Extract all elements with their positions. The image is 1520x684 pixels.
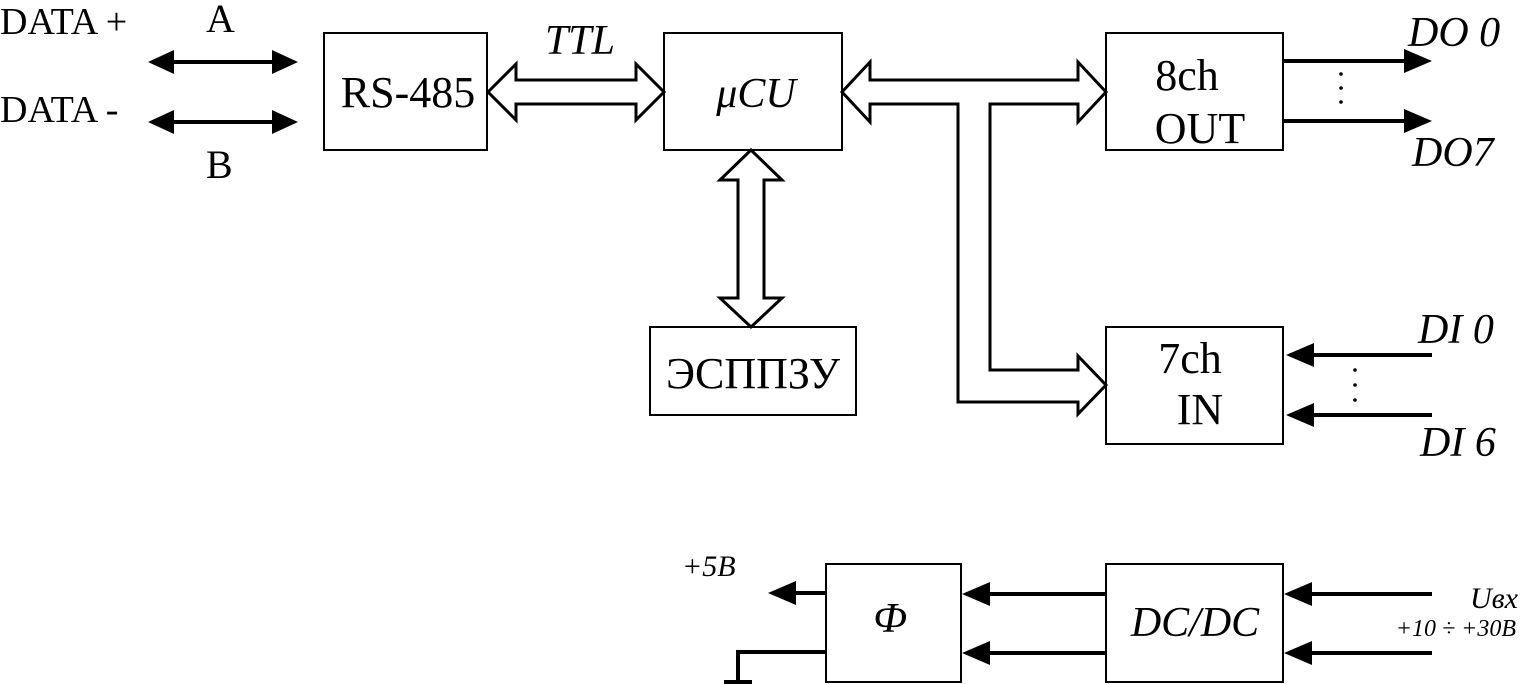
do7-arrow (1283, 109, 1432, 133)
ttl-bus-arrow (485, 60, 667, 124)
input-label-line1: 7ch (1158, 334, 1222, 383)
do0-arrow (1283, 49, 1432, 73)
dcdc-label: DC/DC (1130, 600, 1260, 646)
di0-arrow (1286, 343, 1432, 367)
line-a-double-arrow (148, 50, 298, 74)
rs485-label: RS-485 (341, 68, 475, 117)
supply-in-label: Uвх (1470, 582, 1519, 615)
data-plus-label: DATA + (0, 1, 127, 43)
out-voltage-label: +5В (682, 550, 736, 583)
dcdc-to-filter-arrow-1 (962, 582, 1106, 606)
output-block (1105, 32, 1284, 151)
di6-arrow (1286, 403, 1432, 427)
line-a-label: A (206, 0, 235, 41)
eeprom-block (649, 326, 857, 416)
mcu-label: μCU (715, 71, 798, 117)
ground-symbol (724, 650, 826, 684)
io-bus-arrow (839, 58, 1109, 418)
di-last-label: DI 6 (1419, 420, 1496, 466)
input-label-line2: IN (1177, 385, 1223, 434)
filter-label: Ф (873, 596, 907, 642)
do-ellipsis (1339, 72, 1343, 104)
supply-range-label: +10 ÷ +30В (1396, 616, 1517, 642)
di-ellipsis (1353, 368, 1357, 402)
input-block (1105, 326, 1284, 445)
output-label-line2: OUT (1155, 104, 1246, 153)
data-minus-label: DATA - (0, 89, 118, 131)
eeprom-bus-arrow (716, 147, 786, 330)
do-last-label: DO7 (1411, 130, 1496, 176)
ttl-label: TTL (545, 18, 615, 64)
dcdc-block (1105, 563, 1284, 683)
output-label-line1: 8ch (1155, 51, 1219, 100)
dcdc-to-filter-arrow-2 (962, 641, 1106, 665)
eeprom-label: ЭСППЗУ (666, 349, 841, 398)
supply-arrow-1 (1284, 582, 1432, 606)
do-first-label: DO 0 (1407, 10, 1500, 56)
supply-arrow-2 (1284, 641, 1432, 665)
line-b-double-arrow (148, 110, 298, 134)
line-b-label: B (206, 142, 233, 187)
di-first-label: DI 0 (1417, 307, 1494, 353)
plus5v-arrow (768, 581, 826, 605)
filter-block (825, 563, 962, 683)
